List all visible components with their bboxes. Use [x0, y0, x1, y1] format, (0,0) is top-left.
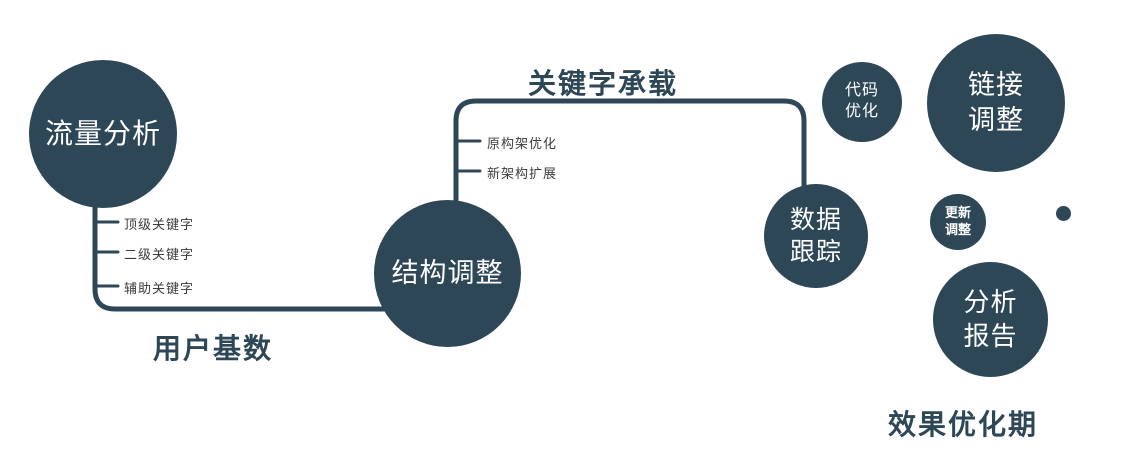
node-code-optimization: 代码 优化 — [822, 62, 902, 142]
branch-label-new-architecture: 新架构扩展 — [487, 166, 558, 181]
connector-structure-to-tracking — [453, 98, 807, 209]
branch-label-second-keyword: 二级关键字 — [124, 247, 195, 262]
node-traffic-analysis: 流量分析 — [29, 60, 177, 208]
node-traffic-analysis-label: 流量分析 — [44, 117, 161, 149]
phase-label-effect-optimization: 效果优化期 — [888, 409, 1039, 440]
node-analysis-report: 分析 报告 — [933, 262, 1048, 377]
node-data-tracking: 数据 跟踪 — [764, 184, 868, 288]
node-update-adjustment-line2: 调整 — [944, 222, 971, 237]
node-link-adjustment: 链接 调整 — [927, 34, 1065, 172]
connector-traffic-to-structure — [92, 193, 423, 312]
branch-label-aux-keyword: 辅助关键字 — [124, 281, 195, 296]
node-update-adjustment: 更新 调整 — [930, 194, 986, 250]
node-code-optimization-line1: 代码 — [844, 82, 879, 100]
node-code-optimization-line2: 优化 — [844, 103, 879, 120]
node-structure-adjustment: 结构调整 — [374, 200, 521, 347]
node-data-tracking-line2: 跟踪 — [789, 238, 842, 266]
node-analysis-report-line1: 分析 — [963, 286, 1018, 317]
node-link-adjustment-line2: 调整 — [968, 105, 1024, 135]
branch-label-top-keyword: 顶级关键字 — [124, 217, 195, 232]
node-data-tracking-line1: 数据 — [789, 205, 842, 234]
node-update-adjustment-line1: 更新 — [944, 205, 971, 221]
edge-label-user-base: 用户基数 — [153, 333, 274, 364]
node-link-adjustment-line1: 链接 — [968, 69, 1024, 100]
node-small-dot — [1056, 206, 1071, 221]
node-structure-adjustment-label: 结构调整 — [391, 257, 504, 288]
node-analysis-report-line2: 报告 — [963, 320, 1018, 351]
branch-label-orig-architecture: 原构架优化 — [487, 136, 558, 151]
edge-label-keyword-carry: 关键字承载 — [528, 68, 679, 99]
